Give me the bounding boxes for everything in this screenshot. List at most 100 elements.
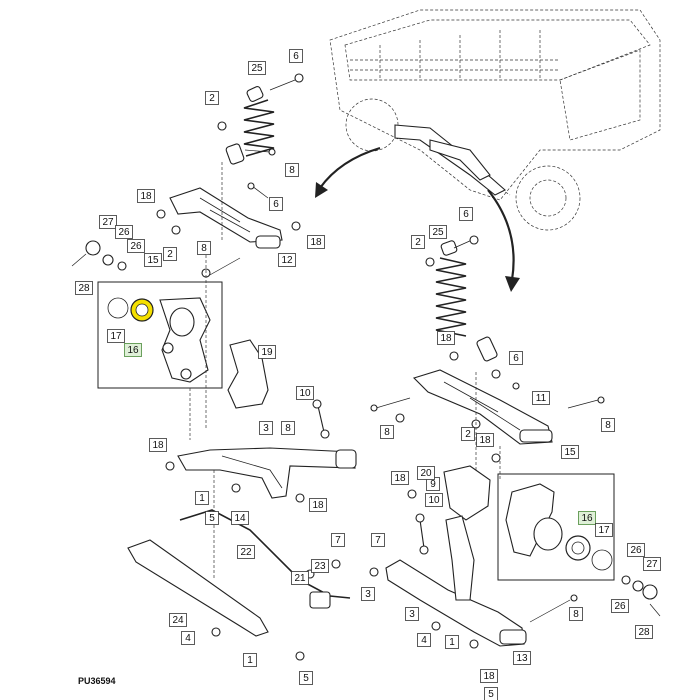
callout-c18e: 18 <box>437 331 455 345</box>
diagram-id-label: PU36594 <box>78 676 116 686</box>
callout-number: 6 <box>463 209 469 220</box>
callout-c28a: 28 <box>75 281 93 295</box>
callout-c8c: 8 <box>281 421 295 435</box>
left-upper-a-arm <box>169 187 283 249</box>
callout-number: 1 <box>199 493 205 504</box>
callout-number: 3 <box>409 609 415 620</box>
callout-number: 20 <box>420 468 432 479</box>
callout-c11: 11 <box>532 391 550 405</box>
callout-c15b: 15 <box>561 445 579 459</box>
callout-number: 24 <box>172 615 184 626</box>
callout-number: 18 <box>394 473 406 484</box>
callout-number: 17 <box>110 331 122 342</box>
callout-c5a: 5 <box>205 511 219 525</box>
callout-c8e: 8 <box>601 418 615 432</box>
right-lower-a-arm <box>385 515 527 647</box>
callout-number: 8 <box>384 427 390 438</box>
right-knuckle-detail <box>505 483 613 571</box>
callout-c5b: 5 <box>299 671 313 685</box>
callout-c7b: 7 <box>371 533 385 547</box>
callout-c16a: 16 <box>124 343 142 357</box>
callout-number: 5 <box>488 689 494 700</box>
callout-number: 3 <box>365 589 371 600</box>
callout-number: 6 <box>513 353 519 364</box>
callout-number: 11 <box>536 393 547 404</box>
callout-c7a: 7 <box>331 533 345 547</box>
callout-c17a: 17 <box>107 329 125 343</box>
callout-c27a: 27 <box>99 215 117 229</box>
callout-c3a: 3 <box>259 421 273 435</box>
callout-number: 23 <box>314 561 326 572</box>
callout-c26d: 26 <box>611 599 629 613</box>
callout-c17b: 17 <box>595 523 613 537</box>
callout-number: 25 <box>432 227 444 238</box>
callout-c16b: 16 <box>578 511 596 525</box>
callout-number: 2 <box>465 429 471 440</box>
callout-number: 4 <box>185 633 191 644</box>
callout-c18c: 18 <box>149 438 167 452</box>
callout-number: 27 <box>102 217 114 228</box>
callout-number: 8 <box>573 609 579 620</box>
callout-number: 16 <box>581 513 593 524</box>
callout-c8a: 8 <box>285 163 299 177</box>
callout-c18d: 18 <box>309 498 327 512</box>
callout-number: 2 <box>415 237 421 248</box>
callout-c18b: 18 <box>307 235 325 249</box>
callout-number: 22 <box>240 547 252 558</box>
callout-number: 18 <box>310 237 322 248</box>
callout-number: 6 <box>273 199 279 210</box>
callout-number: 18 <box>152 440 164 451</box>
left-shield-bracket <box>227 339 269 409</box>
callout-c26a: 26 <box>115 225 133 239</box>
callout-number: 2 <box>209 93 215 104</box>
callout-number: 9 <box>430 479 436 490</box>
callout-number: 1 <box>449 637 455 648</box>
callout-number: 17 <box>598 525 610 536</box>
callout-number: 7 <box>375 535 381 546</box>
callout-number: 21 <box>294 573 306 584</box>
callout-number: 16 <box>127 345 139 356</box>
callout-c18a: 18 <box>137 189 155 203</box>
callout-c19: 19 <box>258 345 276 359</box>
callout-c3b: 3 <box>361 587 375 601</box>
callout-number: 15 <box>564 447 576 458</box>
callout-number: 8 <box>289 165 295 176</box>
callout-c25b: 25 <box>429 225 447 239</box>
callout-number: 26 <box>630 545 642 556</box>
callout-c4b: 4 <box>417 633 431 647</box>
callout-c20: 20 <box>417 466 435 480</box>
callout-number: 26 <box>614 601 626 612</box>
callout-c8d: 8 <box>380 425 394 439</box>
callout-number: 1 <box>247 655 253 666</box>
callout-number: 10 <box>299 388 311 399</box>
callout-number: 18 <box>140 191 152 202</box>
right-stabilizer-link <box>415 513 429 555</box>
left-stabilizer-link <box>312 399 330 439</box>
detail-box-left <box>97 281 223 389</box>
detail-box-right <box>497 473 615 581</box>
callout-number: 12 <box>281 255 293 266</box>
callout-number: 19 <box>261 347 273 358</box>
callout-c6c: 6 <box>459 207 473 221</box>
callout-number: 8 <box>285 423 291 434</box>
callout-c10a: 10 <box>296 386 314 400</box>
callout-c4: 4 <box>181 631 195 645</box>
callout-c18h: 18 <box>480 669 498 683</box>
callout-c10b: 10 <box>425 493 443 507</box>
callout-number: 14 <box>234 513 246 524</box>
callout-c5c: 5 <box>484 687 498 700</box>
callout-c18f: 18 <box>476 433 494 447</box>
left-shock-absorber <box>225 86 275 165</box>
arrow-right <box>487 189 515 281</box>
callout-c2d: 2 <box>461 427 475 441</box>
callout-number: 28 <box>638 627 650 638</box>
right-shock-absorber <box>435 240 498 362</box>
callout-number: 18 <box>483 671 495 682</box>
callout-c6d: 6 <box>509 351 523 365</box>
left-lower-a-arm <box>177 447 357 499</box>
stabilizer-bar <box>127 509 351 637</box>
callout-c2c: 2 <box>411 235 425 249</box>
callout-c8b: 8 <box>197 241 211 255</box>
callout-c2a: 2 <box>205 91 219 105</box>
callout-c1b: 1 <box>243 653 257 667</box>
